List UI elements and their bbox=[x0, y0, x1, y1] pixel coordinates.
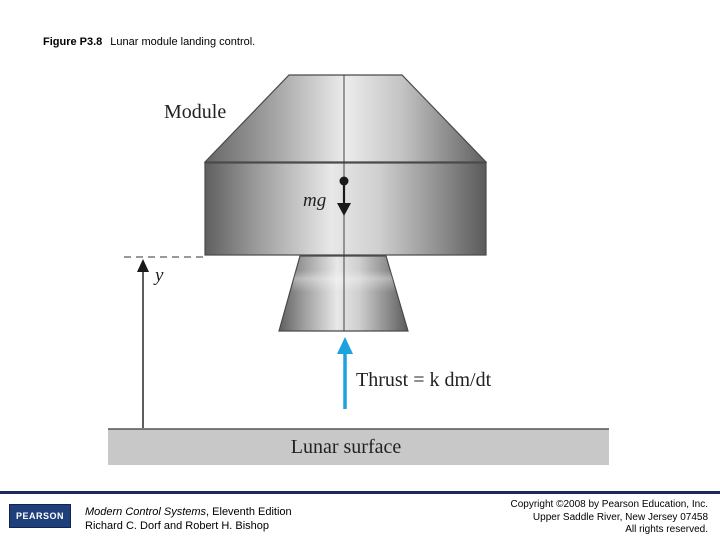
nozzle-highlight bbox=[291, 270, 396, 292]
book-title: Modern Control Systems bbox=[85, 506, 207, 518]
book-edition: , Eleventh Edition bbox=[206, 506, 292, 518]
module-top-section bbox=[203, 74, 488, 163]
book-info: Modern Control Systems, Eleventh Edition… bbox=[85, 505, 292, 533]
lunar-module-diagram: Lunar surface Module mg y Thrust = k dm/… bbox=[108, 74, 609, 465]
figure-title: Lunar module landing control. bbox=[110, 36, 256, 48]
copyright-notice: Copyright ©2008 by Pearson Education, In… bbox=[511, 499, 709, 537]
mg-arrow-head bbox=[337, 203, 351, 216]
book-title-line: Modern Control Systems, Eleventh Edition bbox=[85, 505, 292, 519]
lunar-surface bbox=[108, 429, 609, 465]
y-label: y bbox=[153, 265, 164, 286]
engine-nozzle bbox=[278, 255, 409, 332]
y-arrow-head bbox=[137, 259, 149, 272]
book-authors: Richard C. Dorf and Robert H. Bishop bbox=[85, 520, 270, 532]
mg-label: mg bbox=[303, 190, 326, 211]
pearson-logo-text: PEARSON bbox=[15, 511, 64, 521]
figure-number: Figure P3.8 bbox=[43, 36, 103, 48]
module-label: Module bbox=[164, 101, 226, 123]
copyright-line-2: Upper Saddle River, New Jersey 07458 bbox=[532, 511, 708, 523]
figure-caption: Figure P3.8 Lunar module landing control. bbox=[43, 36, 255, 48]
copyright-line-1: Copyright ©2008 by Pearson Education, In… bbox=[510, 499, 709, 510]
pearson-logo: PEARSON bbox=[9, 504, 71, 528]
thrust-arrow-head bbox=[337, 337, 353, 354]
lunar-surface-label: Lunar surface bbox=[291, 436, 402, 458]
thrust-label: Thrust = k dm/dt bbox=[356, 369, 492, 391]
copyright-line-3: All rights reserved. bbox=[625, 524, 708, 535]
footer-divider bbox=[0, 491, 720, 494]
